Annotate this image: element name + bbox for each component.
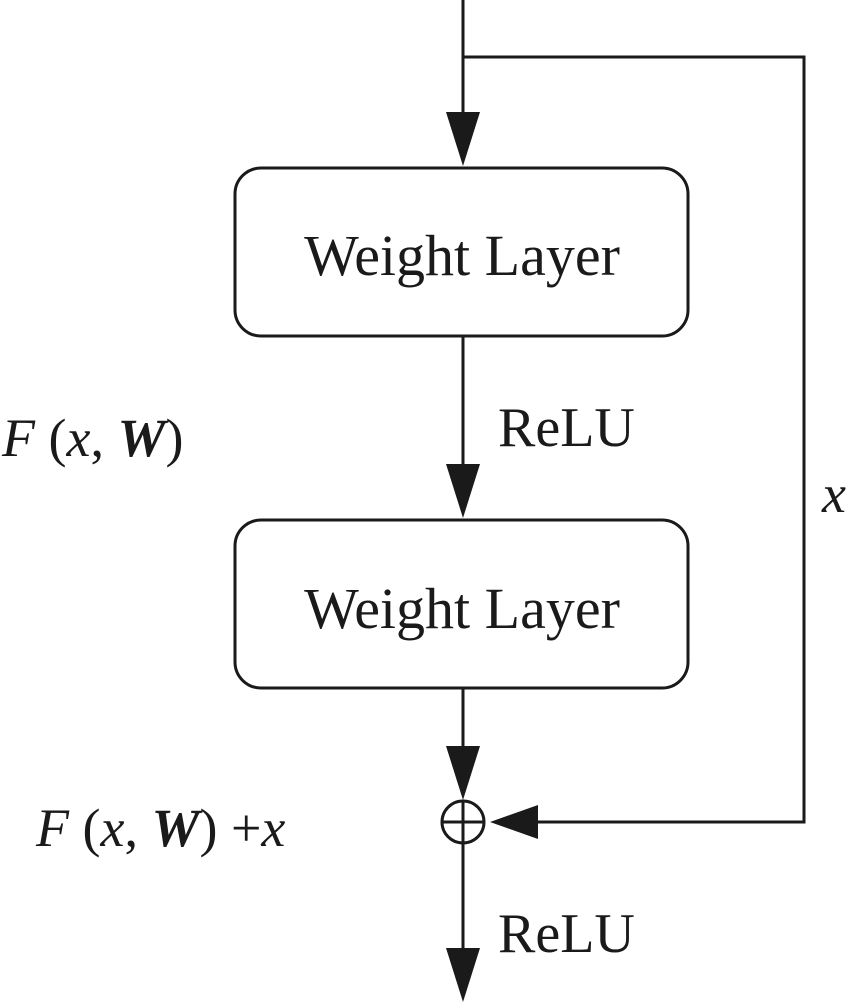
residual-function-comma: , (90, 408, 117, 468)
residual-function-open: ( (35, 408, 66, 468)
residual-function-F: F (1, 408, 36, 468)
residual-sum-label: F (x, W) +x (35, 798, 285, 858)
residual-sum-F: F (35, 798, 70, 858)
sum-node (440, 799, 486, 845)
weight-layer-2: Weight Layer (233, 518, 690, 690)
layer2-to-sum-arrowhead (446, 746, 480, 800)
weight-layer-1-label: Weight Layer (304, 223, 620, 288)
skip-arrowhead (490, 805, 538, 839)
skip-connection-edge (463, 55, 806, 824)
output-arrowhead (446, 948, 480, 1002)
residual-function-label: F (x, W) (1, 408, 183, 468)
relu-mid-arrowhead (446, 464, 480, 518)
residual-sum-close: ) + (199, 798, 261, 858)
residual-sum-comma: , (124, 798, 151, 858)
relu-mid-label: ReLU (498, 397, 635, 459)
residual-sum-x: x (99, 798, 124, 858)
residual-sum-open: ( (69, 798, 100, 858)
weight-layer-1: Weight Layer (233, 166, 690, 338)
input-arrowhead (446, 112, 480, 166)
residual-sum-W: W (151, 798, 203, 858)
residual-function-close: ) (165, 408, 183, 468)
residual-function-x: x (65, 408, 90, 468)
skip-label: x (821, 464, 846, 524)
residual-function-W: W (117, 408, 169, 468)
weight-layer-2-label: Weight Layer (304, 576, 620, 641)
residual-sum-x2: x (260, 798, 285, 858)
relu-out-label: ReLU (498, 903, 635, 965)
